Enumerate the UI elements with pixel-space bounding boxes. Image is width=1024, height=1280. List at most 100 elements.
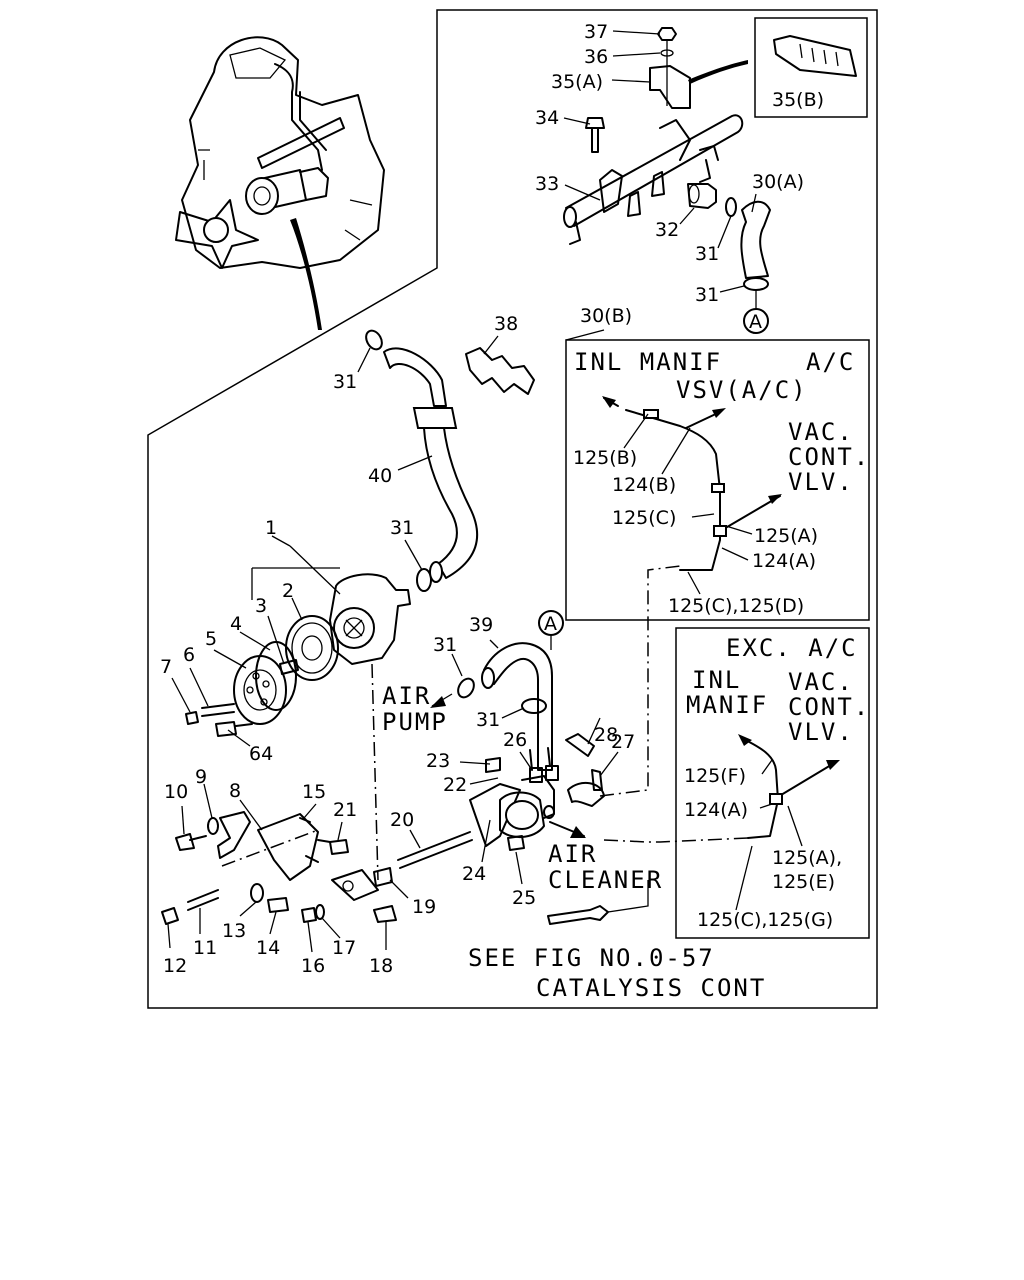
circle-a-mid-letter: A — [544, 613, 557, 635]
label-37: 37 — [584, 21, 608, 43]
pointer-arrow — [290, 218, 322, 330]
caption-vac-2: VAC. — [788, 668, 854, 696]
caption-inl-manif: INL MANIF — [574, 348, 722, 376]
part-labels: 37 36 35(A) 35(B) 34 33 32 31 31 30(A) A… — [160, 21, 824, 977]
hose-clips-38 — [465, 347, 535, 395]
caption-see-fig: SEE FIG NO.0-57 — [468, 944, 715, 972]
caption-pump: PUMP — [382, 708, 448, 736]
caption-cleaner: CLEANER — [548, 866, 663, 894]
label-2: 2 — [282, 580, 294, 602]
label-19: 19 — [412, 896, 436, 918]
label-31d: 31 — [390, 517, 414, 539]
valve-assembly — [397, 698, 605, 869]
flow-arrows — [430, 693, 586, 838]
label-10: 10 — [164, 781, 188, 803]
hose-39 — [457, 610, 564, 771]
air-pump-assembly — [185, 573, 411, 737]
caption-catalysis: CATALYSIS CONT — [536, 974, 766, 1002]
label-18: 18 — [369, 955, 393, 977]
label-23: 23 — [426, 750, 450, 772]
label-33: 33 — [535, 173, 559, 195]
caption-124a: 124(A) — [752, 550, 816, 572]
route-lines — [599, 565, 749, 843]
label-8: 8 — [229, 780, 241, 802]
hose-40 — [365, 329, 479, 592]
label-31a: 31 — [695, 243, 719, 265]
vacuum-pipe-group — [563, 17, 868, 291]
label-1: 1 — [265, 517, 277, 539]
label-24: 24 — [462, 863, 486, 885]
caption-vlv-1: VLV. — [788, 468, 854, 496]
engine-overview — [175, 36, 385, 269]
label-35a: 35(A) — [551, 71, 603, 93]
caption-125b: 125(B) — [573, 447, 637, 469]
caption-cont-1: CONT. — [788, 443, 870, 471]
caption-exc-ac: EXC. A/C — [726, 634, 858, 662]
label-20: 20 — [390, 809, 414, 831]
label-27: 27 — [611, 731, 635, 753]
inset-ac — [565, 339, 870, 621]
label-3: 3 — [255, 595, 267, 617]
caption-vac-1: VAC. — [788, 418, 854, 446]
label-25: 25 — [512, 887, 536, 909]
label-40: 40 — [368, 465, 392, 487]
centerline-1 — [371, 663, 379, 881]
label-17: 17 — [332, 937, 356, 959]
label-39: 39 — [469, 614, 493, 636]
air-cleaner-fitting — [547, 880, 649, 925]
caption-cont-2: CONT. — [788, 693, 870, 721]
caption-125c: 125(C) — [612, 507, 676, 529]
label-15: 15 — [302, 781, 326, 803]
label-38: 38 — [494, 313, 518, 335]
label-31b: 31 — [695, 284, 719, 306]
label-14: 14 — [256, 937, 280, 959]
caption-125f: 125(F) — [684, 765, 746, 787]
caption-air-2: AIR — [548, 840, 597, 868]
caption-ac: A/C — [806, 348, 855, 376]
main-frame — [147, 9, 878, 1009]
label-36: 36 — [584, 46, 608, 68]
leader-lines — [167, 30, 803, 953]
label-16: 16 — [301, 955, 325, 977]
label-34: 34 — [535, 107, 559, 129]
label-6: 6 — [183, 644, 195, 666]
label-35b: 35(B) — [772, 89, 824, 111]
label-5: 5 — [205, 628, 217, 650]
inset-exc-hoses — [738, 734, 840, 839]
caption-manif-2: MANIF — [686, 691, 768, 719]
circle-a-top-letter: A — [749, 311, 762, 333]
bracket-assembly — [161, 811, 397, 925]
label-30a: 30(A) — [752, 171, 804, 193]
centerline-2 — [221, 829, 319, 867]
inset-exc-ac — [675, 627, 870, 939]
inset-ac-hoses — [602, 396, 782, 571]
caption-inl-2: INL — [692, 666, 741, 694]
label-7: 7 — [160, 656, 172, 678]
caption-vlv-2: VLV. — [788, 718, 854, 746]
label-64: 64 — [249, 743, 273, 765]
label-21: 21 — [333, 799, 357, 821]
caption-125ae-1: 125(A), — [772, 847, 842, 869]
label-13: 13 — [222, 920, 246, 942]
label-31f: 31 — [476, 709, 500, 731]
label-30b: 30(B) — [580, 305, 632, 327]
label-11: 11 — [193, 937, 217, 959]
caption-125a: 125(A) — [754, 525, 818, 547]
caption-125ae-2: 125(E) — [772, 871, 835, 893]
label-12: 12 — [163, 955, 187, 977]
caption-124a-2: 124(A) — [684, 799, 748, 821]
inset-ac-captions: INL MANIF A/C VSV(A/C) VAC. CONT. VLV. 1… — [573, 348, 870, 617]
caption-124b: 124(B) — [612, 474, 676, 496]
caption-vsv: VSV(A/C) — [676, 376, 808, 404]
label-31c: 31 — [333, 371, 357, 393]
label-22: 22 — [443, 774, 467, 796]
flow-captions: AIR PUMP AIR CLEANER SEE FIG NO.0-57 CAT… — [382, 682, 766, 1002]
caption-air-1: AIR — [382, 682, 431, 710]
label-26: 26 — [503, 729, 527, 751]
caption-125cg: 125(C),125(G) — [697, 909, 833, 931]
ref-circle-a-top — [743, 290, 769, 334]
label-28: 28 — [594, 724, 618, 746]
caption-125cd: 125(C),125(D) — [668, 595, 804, 617]
label-32: 32 — [655, 219, 679, 241]
